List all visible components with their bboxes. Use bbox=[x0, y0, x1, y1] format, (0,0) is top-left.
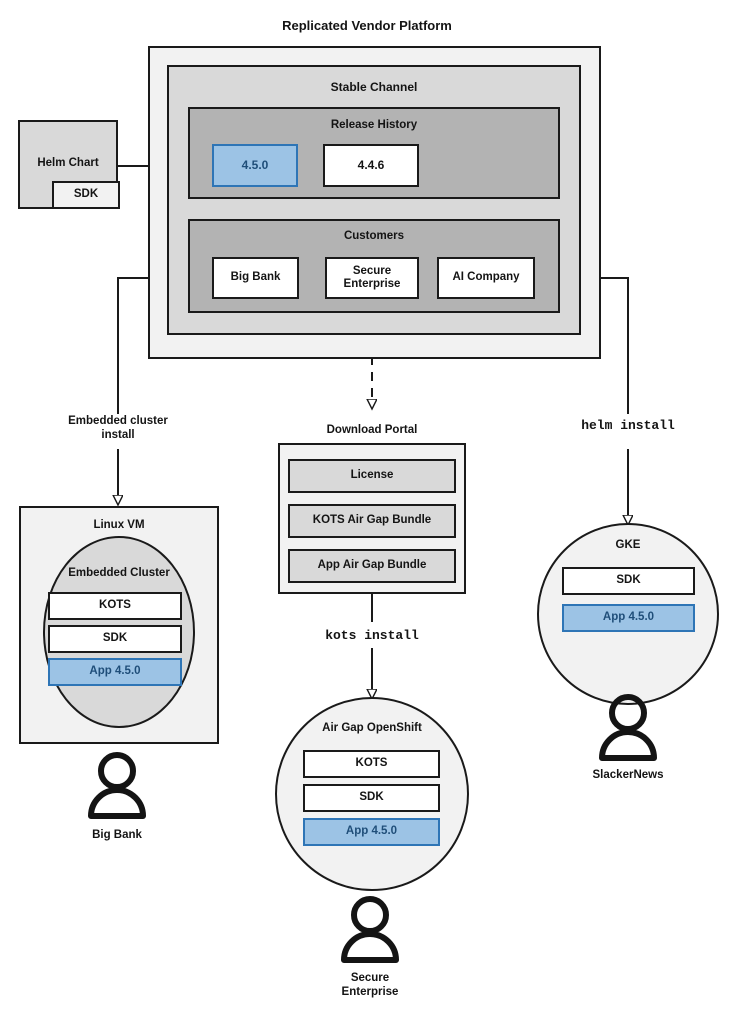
linux-vm-component-kots[interactable]: KOTS bbox=[48, 592, 182, 620]
embedded-cluster-label: Embedded Cluster bbox=[68, 567, 170, 579]
helm-chart-label: Helm Chart bbox=[37, 157, 99, 169]
openshift-component-sdk[interactable]: SDK bbox=[303, 784, 440, 812]
release-card-4-5-0[interactable]: 4.5.0 bbox=[212, 144, 298, 187]
person-icon bbox=[341, 896, 399, 963]
actor-label-slackernews: SlackerNews bbox=[592, 769, 664, 781]
gke-label: GKE bbox=[615, 539, 641, 551]
edge-label-helm-install: helm install bbox=[581, 418, 675, 433]
release-card-4-4-6[interactable]: 4.4.6 bbox=[323, 144, 419, 187]
customer-card-big-bank[interactable]: Big Bank bbox=[212, 257, 299, 299]
edge-label-embedded-cluster-install: Embedded cluster install bbox=[68, 415, 168, 442]
air-gap-openshift-label: Air Gap OpenShift bbox=[322, 722, 422, 734]
linux-vm-component-sdk[interactable]: SDK bbox=[48, 625, 182, 653]
person-icon bbox=[599, 694, 657, 761]
actor-label-big-bank: Big Bank bbox=[92, 829, 142, 841]
customers-label: Customers bbox=[343, 230, 405, 242]
openshift-component-kots[interactable]: KOTS bbox=[303, 750, 440, 778]
customer-card-secure-enterprise[interactable]: Secure Enterprise bbox=[325, 257, 419, 299]
release-history-label: Release History bbox=[330, 119, 418, 131]
openshift-component-app[interactable]: App 4.5.0 bbox=[303, 818, 440, 846]
linux-vm-component-app[interactable]: App 4.5.0 bbox=[48, 658, 182, 686]
stable-channel-label: Stable Channel bbox=[330, 80, 418, 94]
download-portal-artifact-app-air-gap-bundle[interactable]: App Air Gap Bundle bbox=[288, 549, 456, 583]
gke-component-app[interactable]: App 4.5.0 bbox=[562, 604, 695, 632]
edge-label-kots-install: kots install bbox=[325, 628, 419, 643]
gke-component-sdk[interactable]: SDK bbox=[562, 567, 695, 595]
person-icon bbox=[88, 752, 146, 819]
download-portal-artifact-license[interactable]: License bbox=[288, 459, 456, 493]
download-portal-title: Download Portal bbox=[326, 424, 418, 436]
page-title: Replicated Vendor Platform bbox=[282, 18, 452, 33]
linux-vm-label: Linux VM bbox=[93, 519, 145, 531]
download-portal-artifact-kots-air-gap-bundle[interactable]: KOTS Air Gap Bundle bbox=[288, 504, 456, 538]
actor-label-secure-enterprise: Secure Enterprise bbox=[341, 972, 399, 999]
customer-card-ai-company[interactable]: AI Company bbox=[437, 257, 535, 299]
helm-chart-sdk-box[interactable]: SDK bbox=[52, 181, 120, 209]
